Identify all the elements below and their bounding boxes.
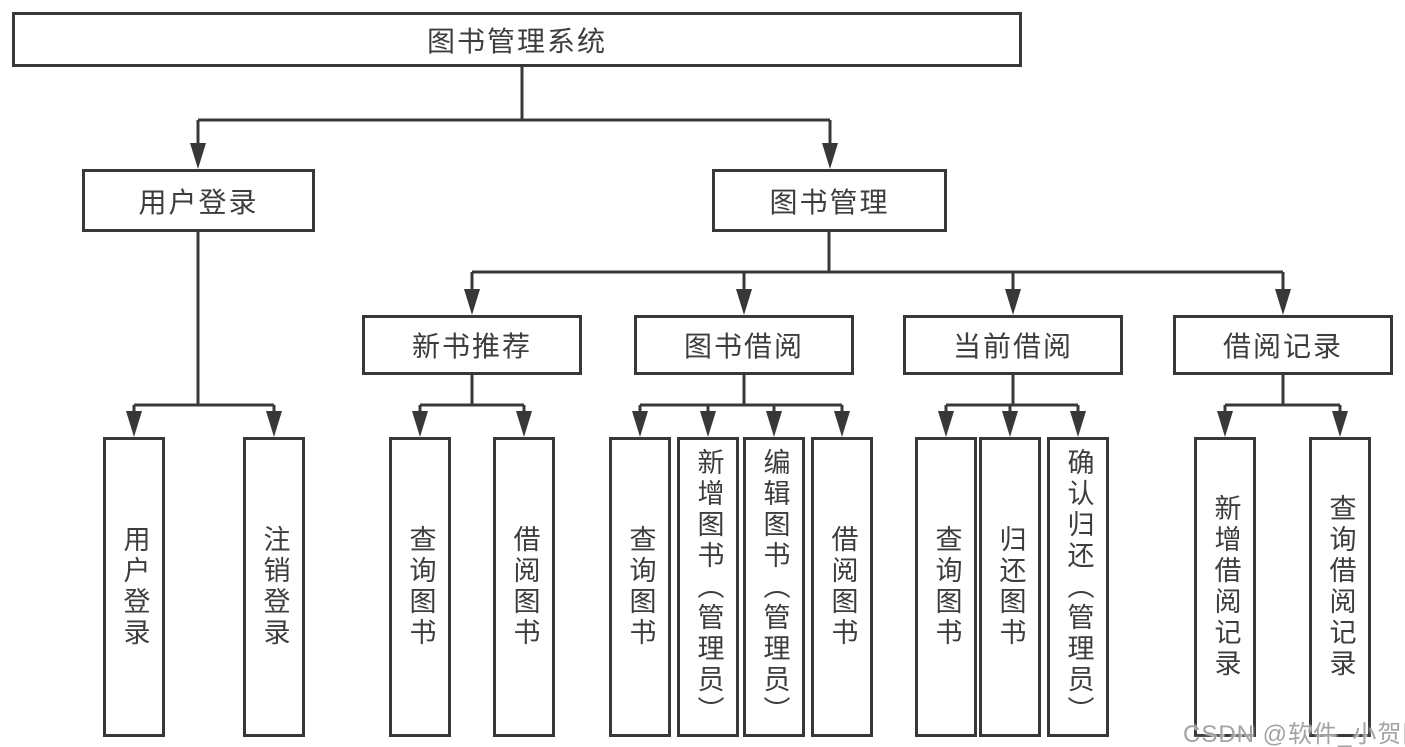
leaf-borrow-books: 借阅图书: [811, 437, 873, 737]
arrowhead: [1005, 289, 1021, 315]
arrowhead: [126, 411, 142, 437]
leaf-edit-books-admin: 编辑图书（管理员）: [743, 437, 805, 737]
leaf-borrow-books-recommend: 借阅图书: [493, 437, 555, 737]
leaf-query-books-borrow: 查询图书: [609, 437, 671, 737]
node-book-management: 图书管理: [712, 169, 947, 232]
node-user-login: 用户登录: [82, 169, 315, 232]
node-new-book-recommendation: 新书推荐: [362, 315, 582, 375]
leaf-return-books: 归还图书: [979, 437, 1041, 737]
arrowhead: [1217, 411, 1233, 437]
arrowhead: [736, 289, 752, 315]
leaf-confirm-return-admin: 确认归还（管理员）: [1047, 437, 1109, 737]
arrowhead: [516, 411, 532, 437]
leaf-logout: 注销登录: [243, 437, 305, 737]
arrowhead: [1332, 411, 1348, 437]
node-current-borrowing: 当前借阅: [903, 315, 1123, 375]
leaf-query-books-current: 查询图书: [915, 437, 977, 737]
arrowhead: [822, 143, 838, 169]
arrowhead: [938, 411, 954, 437]
arrowhead: [190, 143, 206, 169]
leaf-query-borrow-record: 查询借阅记录: [1309, 437, 1371, 737]
arrowhead: [1002, 411, 1018, 437]
node-borrowing-records: 借阅记录: [1173, 315, 1393, 375]
node-book-borrowing: 图书借阅: [634, 315, 854, 375]
arrowhead: [834, 411, 850, 437]
arrowhead: [766, 411, 782, 437]
leaf-user-login: 用户登录: [103, 437, 165, 737]
arrowhead: [464, 289, 480, 315]
arrowhead: [1070, 411, 1086, 437]
arrowhead: [266, 411, 282, 437]
watermark: CSDN @软件_小贺同学: [1183, 721, 1405, 747]
arrowhead: [700, 411, 716, 437]
node-root-system: 图书管理系统: [12, 12, 1022, 67]
leaf-query-books-recommend: 查询图书: [389, 437, 451, 737]
leaf-add-borrow-record: 新增借阅记录: [1194, 437, 1256, 737]
arrowhead: [412, 411, 428, 437]
leaf-add-books-admin: 新增图书（管理员）: [677, 437, 739, 737]
arrowhead: [1275, 289, 1291, 315]
arrowhead: [632, 411, 648, 437]
